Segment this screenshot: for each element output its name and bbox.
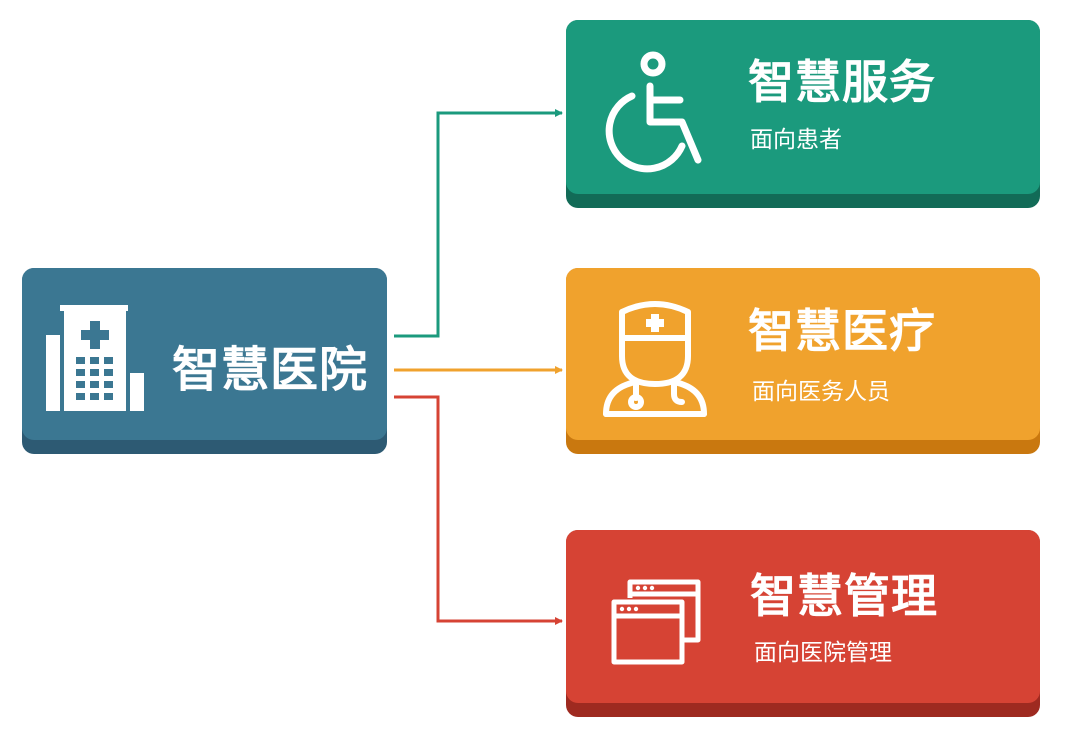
management-subtitle: 面向医院管理 xyxy=(754,640,892,666)
doctor-icon xyxy=(603,301,707,417)
service-card xyxy=(566,20,1040,208)
windows-icon xyxy=(611,579,701,665)
arrow-to-service xyxy=(394,109,563,338)
wheelchair-icon xyxy=(605,51,702,173)
hospital-icon xyxy=(46,305,144,411)
management-card xyxy=(566,530,1040,717)
medical-subtitle: 面向医务人员 xyxy=(752,379,890,405)
medical-title: 智慧医疗 xyxy=(748,304,936,358)
service-subtitle: 面向患者 xyxy=(750,127,842,153)
service-title: 智慧服务 xyxy=(748,55,936,109)
arrow-to-management xyxy=(394,395,563,625)
root-title: 智慧医院 xyxy=(172,342,369,398)
medical-card xyxy=(566,268,1040,454)
management-title: 智慧管理 xyxy=(750,569,938,623)
